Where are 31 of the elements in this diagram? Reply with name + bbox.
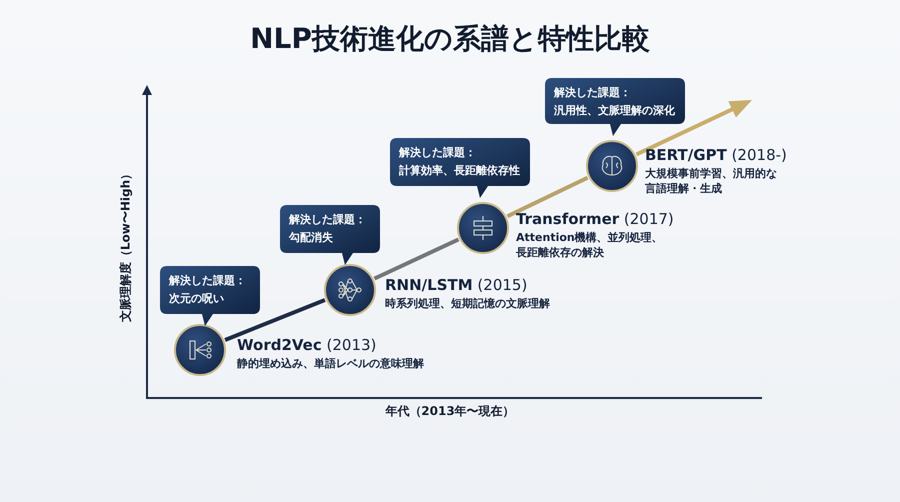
speech-bubble: [545, 78, 685, 136]
x-axis-label: 年代（2013年〜現在）: [384, 403, 516, 420]
milestone-circle: [457, 202, 509, 254]
speech-bubble: [390, 138, 530, 198]
milestone-circle: [174, 324, 226, 376]
milestone-circle: [586, 140, 638, 192]
title: NLP技術進化の系譜と特性比較: [249, 21, 651, 57]
bubble-heading: 解決した課題：: [169, 273, 246, 288]
model-name: Transformer (2017): [516, 210, 674, 228]
milestone-circle: [324, 264, 376, 316]
connector-line: [506, 176, 589, 218]
bubble-heading: 解決した課題：: [399, 145, 476, 160]
bubble-heading: 解決した課題：: [289, 212, 366, 227]
model-description: 大規模事前学習、汎用的な言語理解・生成: [645, 166, 778, 196]
speech-bubble: [280, 205, 380, 265]
arrow: [636, 100, 752, 156]
model-name: BERT/GPT (2018-): [645, 146, 787, 164]
bubble-text: 計算効率、長距離依存性: [399, 163, 520, 178]
model-name: Word2Vec (2013): [237, 336, 376, 354]
bubble-text: 汎用性、文脈理解の深化: [554, 103, 675, 118]
model-description: 静的埋め込み、単語レベルの意味理解: [237, 356, 425, 371]
model-description: Attention機構、並列処理、長距離依存の解決: [516, 230, 664, 260]
connector-line: [374, 238, 460, 280]
model-description: 時系列処理、短期記憶の文脈理解: [385, 296, 551, 311]
speech-bubble: [160, 266, 260, 326]
bubble-heading: 解決した課題：: [554, 85, 631, 100]
model-name: RNN/LSTM (2015): [385, 276, 528, 294]
bubble-text: 勾配消失: [289, 230, 333, 245]
bubble-text: 次元の呪い: [169, 291, 224, 306]
connector-line: [224, 298, 326, 342]
y-axis-label: 文脈理解度（Low〜High）: [118, 168, 134, 322]
